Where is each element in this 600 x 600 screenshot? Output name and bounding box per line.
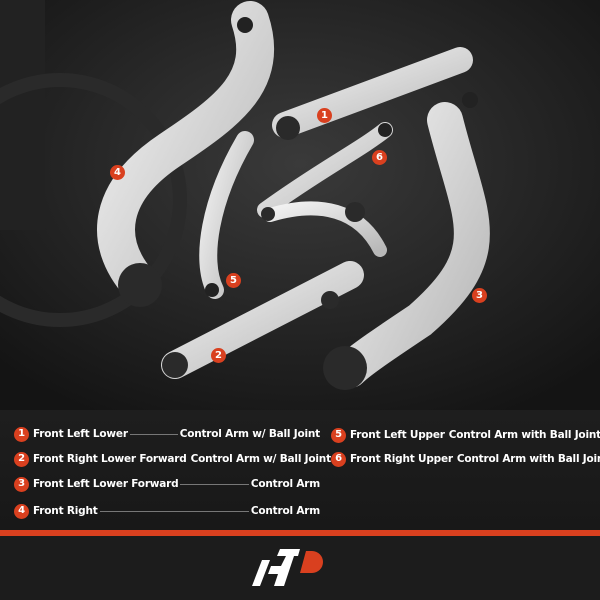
legend-part: Control Arm with Ball Joint [456,453,600,465]
callout-badge-3: 3 [472,288,487,303]
callout-badge-4: 4 [110,165,125,180]
parts-legend: 1 Front Left Lower Control Arm w/ Ball J… [0,410,600,530]
leader-line [129,433,178,435]
legend-part: Control Arm [250,505,320,517]
legend-position: Front Left Lower Forward [33,478,179,490]
legend-position: Front Left Upper [350,429,445,441]
number-badge: 3 [14,476,29,492]
brand-logo [252,549,323,586]
leader-line [99,510,249,512]
legend-position: Front Right [33,505,98,517]
callout-badge-2: 2 [211,348,226,363]
legend-item-5: 5 Front Left Upper Control Arm with Ball… [331,427,600,443]
number-badge: 5 [331,427,346,443]
accent-divider [0,530,600,536]
legend-position: Front Left Lower [33,428,128,440]
footer [0,536,600,600]
callout-badge-5: 5 [226,273,241,288]
number-badge: 2 [14,451,29,467]
legend-item-2: 2 Front Right Lower Forward Control Arm … [14,451,331,467]
number-badge: 1 [14,426,29,442]
number-badge: 4 [14,503,29,519]
legend-item-3: 3 Front Left Lower Forward Control Arm [14,476,320,492]
legend-part: Control Arm w/ Ball Joint [190,453,332,465]
callout-badge-1: 1 [317,108,332,123]
legend-part: Control Arm [250,478,320,490]
legend-part: Control Arm w/ Ball Joint [179,428,321,440]
product-photo: 1 2 3 4 5 6 [0,0,600,410]
legend-item-4: 4 Front Right Control Arm [14,503,320,519]
legend-item-1: 1 Front Left Lower Control Arm w/ Ball J… [14,426,320,442]
legend-item-6: 6 Front Right Upper Control Arm with Bal… [331,451,600,467]
control-arms-image [0,0,600,410]
callout-badge-6: 6 [372,150,387,165]
leader-line [180,483,249,485]
legend-position: Front Right Upper [350,453,453,465]
legend-position: Front Right Lower Forward [33,453,187,465]
legend-part: Control Arm with Ball Joint [448,429,600,441]
number-badge: 6 [331,451,346,467]
